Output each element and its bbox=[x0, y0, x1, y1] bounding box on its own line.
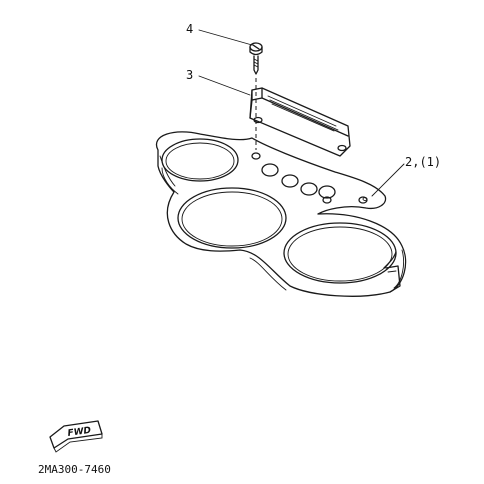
callout-4-leader bbox=[198, 29, 253, 46]
callout-4: 4 bbox=[186, 22, 253, 46]
callout-3-label: 3 bbox=[186, 68, 193, 82]
screw-part bbox=[249, 42, 263, 75]
callout-4-label: 4 bbox=[186, 22, 193, 36]
callout-2-leader bbox=[371, 163, 405, 197]
callout-3-leader bbox=[198, 75, 251, 96]
meter-bracket-part bbox=[155, 131, 407, 297]
fwd-label: FWD bbox=[67, 426, 92, 439]
callout-2-label: 2,(1) bbox=[405, 155, 441, 169]
cover-part bbox=[249, 87, 351, 157]
fwd-arrow-icon: FWD bbox=[49, 420, 103, 453]
callout-3: 3 bbox=[186, 68, 251, 96]
diagram-code: 2MA300-7460 bbox=[38, 463, 111, 476]
callout-2: 2,(1) bbox=[371, 155, 441, 197]
